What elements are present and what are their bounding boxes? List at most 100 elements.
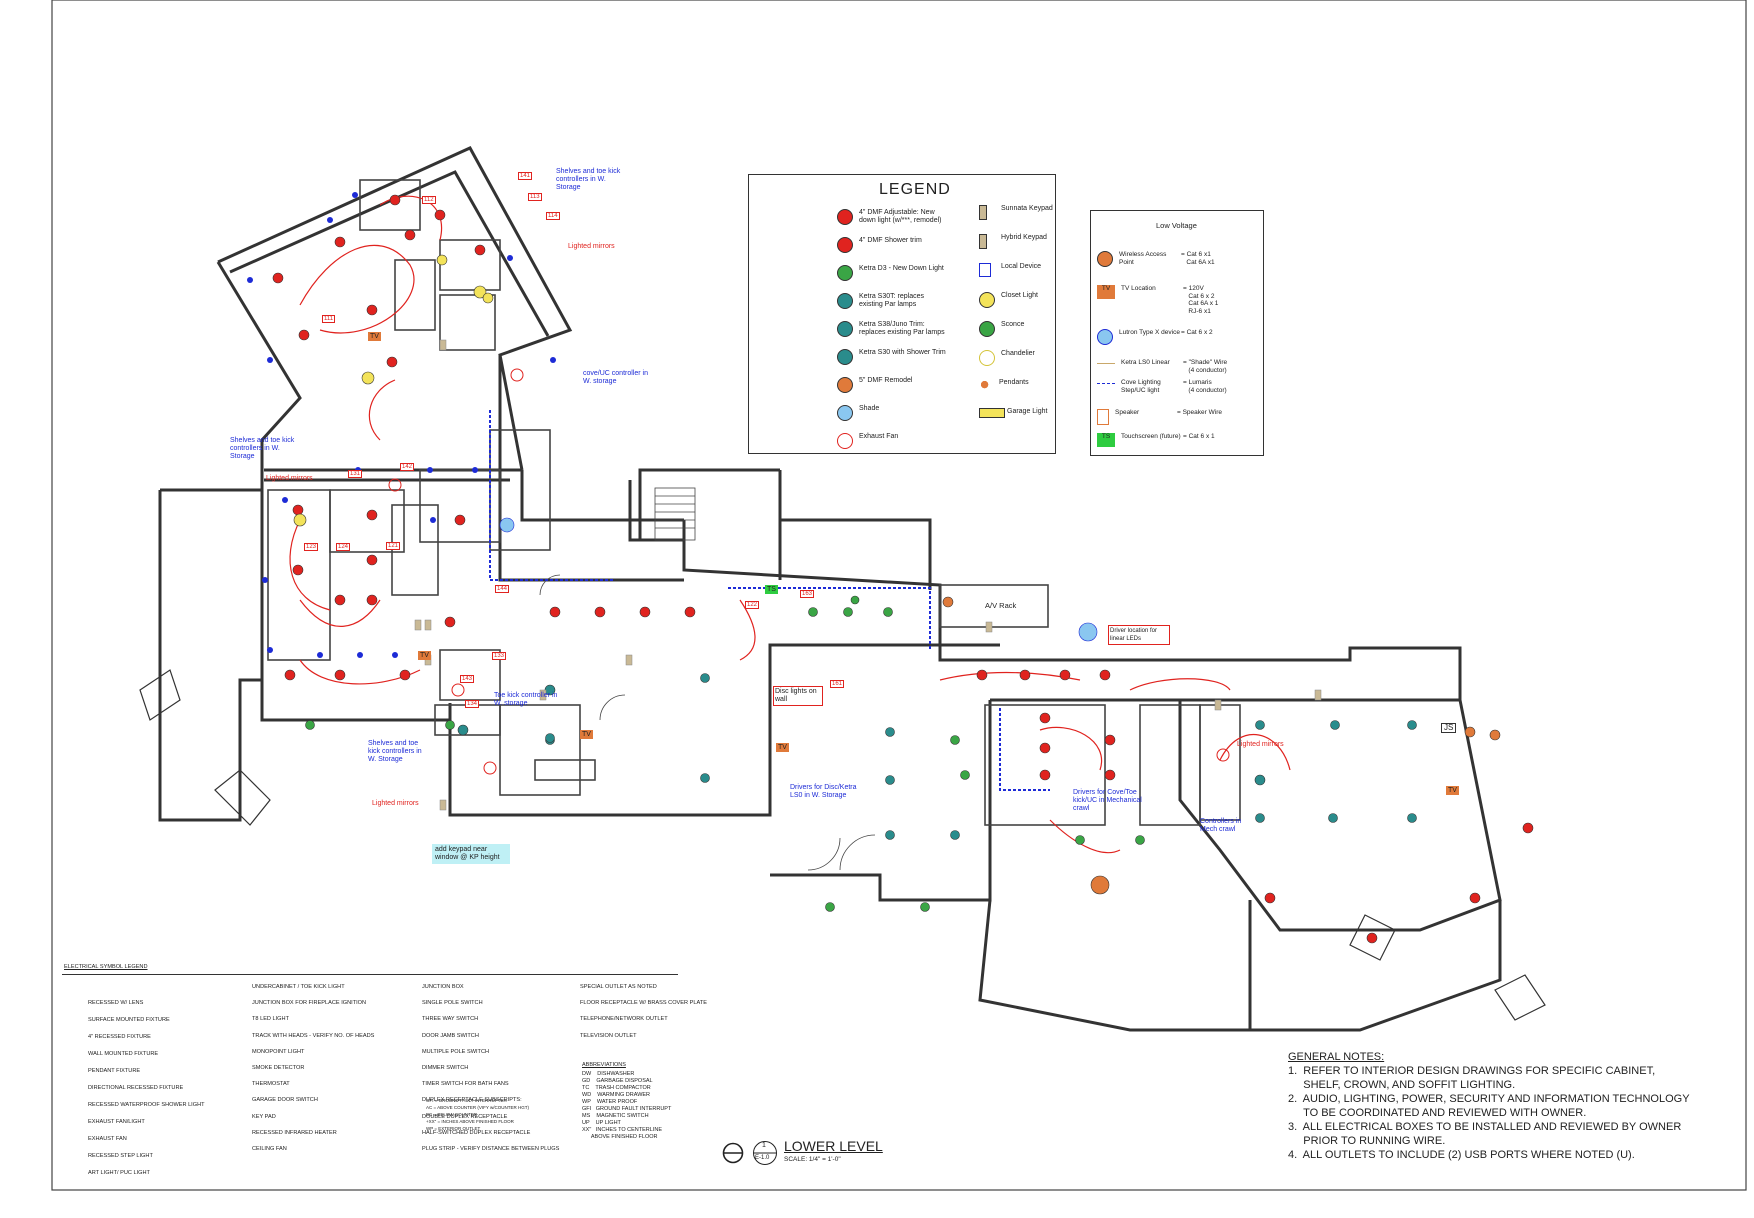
exhaust-fan-icon: [837, 433, 853, 449]
esl-item: HALF-SWITCHED DUPLEX RECEPTACLE: [422, 1129, 531, 1136]
drawing-title: LOWER LEVEL: [784, 1138, 883, 1154]
low-voltage-desc: TV Location: [1121, 285, 1156, 292]
legend-item-label: Ketra S30T: replaces existing Par lamps: [859, 293, 924, 308]
general-note-line: TO BE COORDINATED AND REVIEWED WITH OWNE…: [1288, 1107, 1587, 1119]
esl-item: JUNCTION BOX FOR FIREPLACE IGNITION: [252, 1000, 367, 1007]
line-tan-icon: [1097, 363, 1115, 365]
legend-item-label: Ketra D3 - New Down Light: [859, 265, 944, 272]
legend-item: Exhaust Fan: [837, 433, 949, 449]
legend-item: Ketra S38/Juno Trim: replaces existing P…: [837, 321, 949, 337]
esl-item: TRACK WITH HEADS - VERIFY NO. OF HEADS: [252, 1032, 375, 1039]
room-tag: 142: [400, 463, 415, 471]
door-swings: [539, 574, 876, 871]
annotation-note: Toe kick controller in W. storage: [494, 692, 558, 707]
abbreviation-item: ABOVE FINISHED FLOOR: [582, 1134, 658, 1140]
esl-item: SINGLE POLE SWITCH: [422, 1000, 483, 1007]
annotation-note: Disc lights on wall: [773, 686, 823, 706]
low-voltage-item: Cove Lighting Step/UC light = Lumaris (4 …: [1097, 379, 1243, 394]
room-tag: 161: [830, 680, 845, 688]
fixture-icon: [837, 209, 853, 225]
fixture-icon: [837, 293, 853, 309]
fixture-icon: [837, 321, 853, 337]
esl-item: THERMOSTAT: [252, 1081, 290, 1088]
abbreviation-item: GFI GROUND FAULT INTERRUPT: [582, 1106, 672, 1112]
esl-item: 4" RECESSED FIXTURE: [88, 1034, 151, 1040]
room-tag: 134: [465, 700, 480, 708]
esl-item: RECESSED WATERPROOF SHOWER LIGHT: [88, 1102, 205, 1108]
esl-item: GARAGE DOOR SWITCH: [252, 1097, 318, 1104]
low-voltage-item: Speaker = Speaker Wire: [1097, 409, 1237, 425]
room-tag: 114: [546, 212, 560, 220]
esl-item: EXHAUST FAN/LIGHT: [88, 1119, 145, 1125]
chandelier-icon: [979, 350, 995, 366]
legend-box: LEGEND 4" DMF Adjustable: New down light…: [748, 174, 1056, 454]
room-tag: 141: [518, 172, 533, 180]
annotation-note: Shelves and toe kick controllers in W. S…: [368, 740, 422, 763]
interior-walls: [267, 179, 1241, 826]
general-note-line: PRIOR TO RUNNING WIRE.: [1288, 1135, 1446, 1147]
abbreviations-title: ABBREVIATIONS: [582, 1062, 626, 1068]
electrical-symbol-legend: ELECTRICAL SYMBOL LEGEND RECESSED W/ LEN…: [62, 964, 707, 1184]
annotation-note: Lighted mirrors: [568, 243, 615, 250]
esl-item: SPECIAL OUTLET AS NOTED: [580, 984, 657, 990]
tv-location-tag: TV: [776, 743, 789, 752]
fixtures-teal: [457, 673, 1417, 840]
annotation-note: cove/UC controller in W. storage: [583, 370, 648, 385]
legend-item-label: Closet Light: [1001, 292, 1038, 299]
low-voltage-value: = Speaker Wire: [1177, 409, 1222, 416]
esl-item: SMOKE DETECTOR: [252, 1065, 305, 1071]
legend-item: Chandelier: [979, 350, 1061, 366]
legend-item: Local Device: [979, 263, 1061, 277]
sheet-number: 1: [762, 1142, 766, 1149]
low-voltage-item: Ketra LS0 Linear= "Shade" Wire (4 conduc…: [1097, 359, 1243, 374]
exhaust-fans: [388, 368, 1230, 775]
lutron-icon: [1097, 329, 1113, 345]
esl-item: EXHAUST FAN: [88, 1136, 127, 1142]
legend-item-label: Ketra S38/Juno Trim: replaces existing P…: [859, 321, 945, 336]
legend-item-label: Hybrid Keypad: [1001, 234, 1047, 241]
tv-location-tag: TV: [1446, 786, 1459, 795]
low-voltage-item: Lutron Type X device= Cat 6 x 2: [1097, 329, 1241, 345]
low-voltage-value: = Cat 6 x 1: [1183, 433, 1215, 440]
low-voltage-value: = Lumaris (4 conductor): [1183, 379, 1227, 394]
legend-item: Shade: [837, 405, 949, 421]
annotation-note: Controllers in Mech crawl: [1200, 818, 1242, 833]
general-note-line: 1. REFER TO INTERIOR DESIGN DRAWINGS FOR…: [1288, 1065, 1656, 1077]
annotation-note: Lighted mirrors: [372, 800, 419, 807]
legend-item: Ketra S30 with Shower Trim: [837, 349, 949, 365]
esl-subscript: AC = ABOVE COUNTER (VIFY w/COUNTER HGT): [426, 1105, 530, 1110]
general-note-line: 4. ALL OUTLETS TO INCLUDE (2) USB PORTS …: [1288, 1149, 1635, 1161]
esl-subscript: BC = BELOW COUNTER: [426, 1112, 478, 1117]
esl-divider: [62, 974, 678, 975]
low-voltage-desc: Speaker: [1115, 409, 1140, 416]
legend-item: Sconce: [979, 321, 1061, 337]
room-tag: 121: [386, 542, 401, 550]
tv-location-tag: TV: [580, 730, 593, 739]
annotation-note: Drivers for Disc/Ketra LS0 in W. Storage: [790, 784, 857, 799]
line-blue-icon: [1097, 383, 1115, 385]
fixtures-yellow: [293, 254, 494, 527]
low-voltage-desc: Ketra LS0 Linear: [1121, 359, 1170, 366]
local-device-icon: [979, 263, 991, 277]
js-tag: JS: [1441, 723, 1457, 733]
fixture-icon: [837, 405, 853, 421]
esl-item: DOOR JAMB SWITCH: [422, 1032, 479, 1039]
abbreviation-item: GD GARBAGE DISPOSAL: [582, 1078, 653, 1084]
low-voltage-desc: Cove Lighting Step/UC light: [1121, 379, 1161, 394]
annotation-note: Drivers for Cove/Toe kick/UC in Mechanic…: [1073, 789, 1142, 812]
esl-item: UNDERCABINET / TOE KICK LIGHT: [252, 984, 345, 990]
esl-item: DIMMER SWITCH: [422, 1065, 469, 1071]
garage-light-icon: [979, 408, 1005, 418]
abbreviation-item: MS MAGNETIC SWITCH: [582, 1113, 649, 1119]
sheet-ref-circle-icon: [753, 1141, 777, 1165]
drawing-scale: SCALE: 1/4" = 1'-0": [784, 1156, 841, 1163]
room-tag: 113: [528, 193, 542, 201]
abbreviation-item: XX" INCHES TO CENTERLINE: [582, 1127, 662, 1133]
legend-item-label: Chandelier: [1001, 350, 1035, 357]
esl-item: RECESSED INFRARED HEATER: [252, 1129, 337, 1136]
keypad-icon: [979, 234, 987, 249]
esl-item: FLOOR RECEPTACLE W/ BRASS COVER PLATE: [580, 1000, 707, 1007]
legend-item: 4" DMF Adjustable: New down light (w/***…: [837, 209, 949, 225]
sconce-icon: [979, 321, 995, 337]
